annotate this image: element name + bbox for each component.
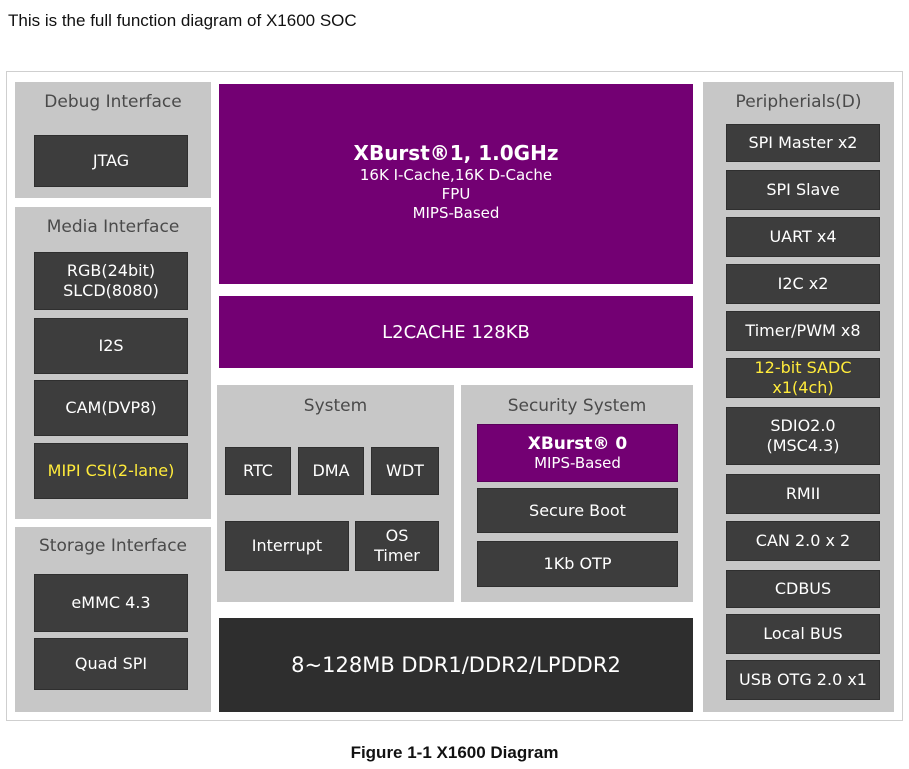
cpu-cache: 16K I-Cache,16K D-Cache xyxy=(359,166,553,184)
storage-interface-title: Storage Interface xyxy=(38,536,188,556)
rgb-slcd-block: RGB(24bit) SLCD(8080) xyxy=(34,252,188,310)
rtc-block: RTC xyxy=(225,447,291,495)
slcd-label: SLCD(8080) xyxy=(63,281,159,300)
timer-pwm-block: Timer/PWM x8 xyxy=(726,311,880,351)
i2c-block: I2C x2 xyxy=(726,264,880,304)
os-timer-label-1: OS xyxy=(385,526,409,545)
cpu-arch: MIPS-Based xyxy=(412,204,500,222)
intro-text: This is the full function diagram of X16… xyxy=(8,11,357,30)
emmc-block: eMMC 4.3 xyxy=(34,574,188,632)
security-system-panel: Security System XBurst® 0 MIPS-Based Sec… xyxy=(461,385,693,602)
can-block: CAN 2.0 x 2 xyxy=(726,521,880,561)
rmii-label: RMII xyxy=(785,484,821,503)
local-bus-block: Local BUS xyxy=(726,614,880,654)
debug-interface-title: Debug Interface xyxy=(44,92,182,112)
media-interface-title: Media Interface xyxy=(46,217,180,237)
xburst0-block: XBurst® 0 MIPS-Based xyxy=(477,424,678,482)
cpu-title: XBurst®1, 1.0GHz xyxy=(353,141,559,165)
storage-interface-panel: Storage Interface eMMC 4.3 Quad SPI xyxy=(15,527,211,712)
i2s-block: I2S xyxy=(34,318,188,374)
i2s-label: I2S xyxy=(98,336,124,355)
quad-spi-block: Quad SPI xyxy=(34,638,188,690)
jtag-label: JTAG xyxy=(92,151,130,170)
can-label: CAN 2.0 x 2 xyxy=(755,531,851,550)
soc-diagram-frame: Debug Interface JTAG Media Interface RGB… xyxy=(6,71,903,721)
quad-spi-label: Quad SPI xyxy=(74,654,148,673)
peripherals-title: Peripherials(D) xyxy=(735,92,862,112)
timer-pwm-label: Timer/PWM x8 xyxy=(745,321,861,340)
ddr-memory-block: 8~128MB DDR1/DDR2/LPDDR2 xyxy=(219,618,693,712)
otp-label: 1Kb OTP xyxy=(543,554,612,573)
system-title: System xyxy=(303,396,368,416)
debug-interface-panel: Debug Interface JTAG xyxy=(15,82,211,198)
uart-label: UART x4 xyxy=(769,227,837,246)
usb-otg-block: USB OTG 2.0 x1 xyxy=(726,660,880,700)
rmii-block: RMII xyxy=(726,474,880,514)
figure-caption: Figure 1-1 X1600 Diagram xyxy=(350,743,559,762)
rgb-label: RGB(24bit) xyxy=(66,261,156,280)
uart-block: UART x4 xyxy=(726,217,880,257)
sadc-label-1: 12-bit SADC xyxy=(754,358,852,377)
emmc-label: eMMC 4.3 xyxy=(71,593,151,612)
cdbus-block: CDBUS xyxy=(726,570,880,608)
system-panel: System RTC DMA WDT Interrupt OS Timer xyxy=(217,385,454,602)
sdio-label-2: (MSC4.3) xyxy=(766,436,840,455)
sdio-label-1: SDIO2.0 xyxy=(770,416,836,435)
sdio-block: SDIO2.0 (MSC4.3) xyxy=(726,407,880,465)
spi-slave-block: SPI Slave xyxy=(726,170,880,210)
os-timer-block: OS Timer xyxy=(355,521,439,571)
secure-boot-label: Secure Boot xyxy=(529,500,626,520)
jtag-block: JTAG xyxy=(34,135,188,187)
interrupt-label: Interrupt xyxy=(251,536,323,555)
cdbus-label: CDBUS xyxy=(774,579,832,598)
wdt-block: WDT xyxy=(371,447,439,495)
cam-label: CAM(DVP8) xyxy=(65,398,157,417)
rtc-label: RTC xyxy=(243,461,273,480)
os-timer-label-2: Timer xyxy=(374,546,420,565)
wdt-label: WDT xyxy=(386,461,424,480)
l2cache-label: L2CACHE 128KB xyxy=(382,321,530,343)
l2cache-block: L2CACHE 128KB xyxy=(219,296,693,368)
mipi-csi-label: MIPI CSI(2-lane) xyxy=(47,461,175,480)
sadc-label-2: x1(4ch) xyxy=(772,378,834,397)
xburst1-cpu-block: XBurst®1, 1.0GHz 16K I-Cache,16K D-Cache… xyxy=(219,84,693,284)
xburst0-title: XBurst® 0 xyxy=(527,434,628,454)
cam-block: CAM(DVP8) xyxy=(34,380,188,436)
peripherals-panel: Peripherials(D) SPI Master x2 SPI Slave … xyxy=(703,82,894,712)
mipi-csi-block: MIPI CSI(2-lane) xyxy=(34,443,188,499)
spi-master-label: SPI Master x2 xyxy=(748,133,858,152)
xburst0-sub: MIPS-Based xyxy=(534,454,621,472)
dma-block: DMA xyxy=(298,447,364,495)
spi-master-block: SPI Master x2 xyxy=(726,124,880,162)
local-bus-label: Local BUS xyxy=(763,624,843,643)
interrupt-block: Interrupt xyxy=(225,521,349,571)
media-interface-panel: Media Interface RGB(24bit) SLCD(8080) I2… xyxy=(15,207,211,519)
cpu-fpu: FPU xyxy=(441,185,471,203)
usb-otg-label: USB OTG 2.0 x1 xyxy=(739,670,867,689)
i2c-label: I2C x2 xyxy=(777,274,829,293)
ddr-memory-label: 8~128MB DDR1/DDR2/LPDDR2 xyxy=(291,653,621,677)
secure-boot-block: Secure Boot xyxy=(477,488,678,533)
otp-block: 1Kb OTP xyxy=(477,541,678,587)
dma-label: DMA xyxy=(312,461,350,480)
sadc-block: 12-bit SADC x1(4ch) xyxy=(726,358,880,398)
spi-slave-label: SPI Slave xyxy=(766,180,840,199)
security-system-title: Security System xyxy=(507,396,647,416)
